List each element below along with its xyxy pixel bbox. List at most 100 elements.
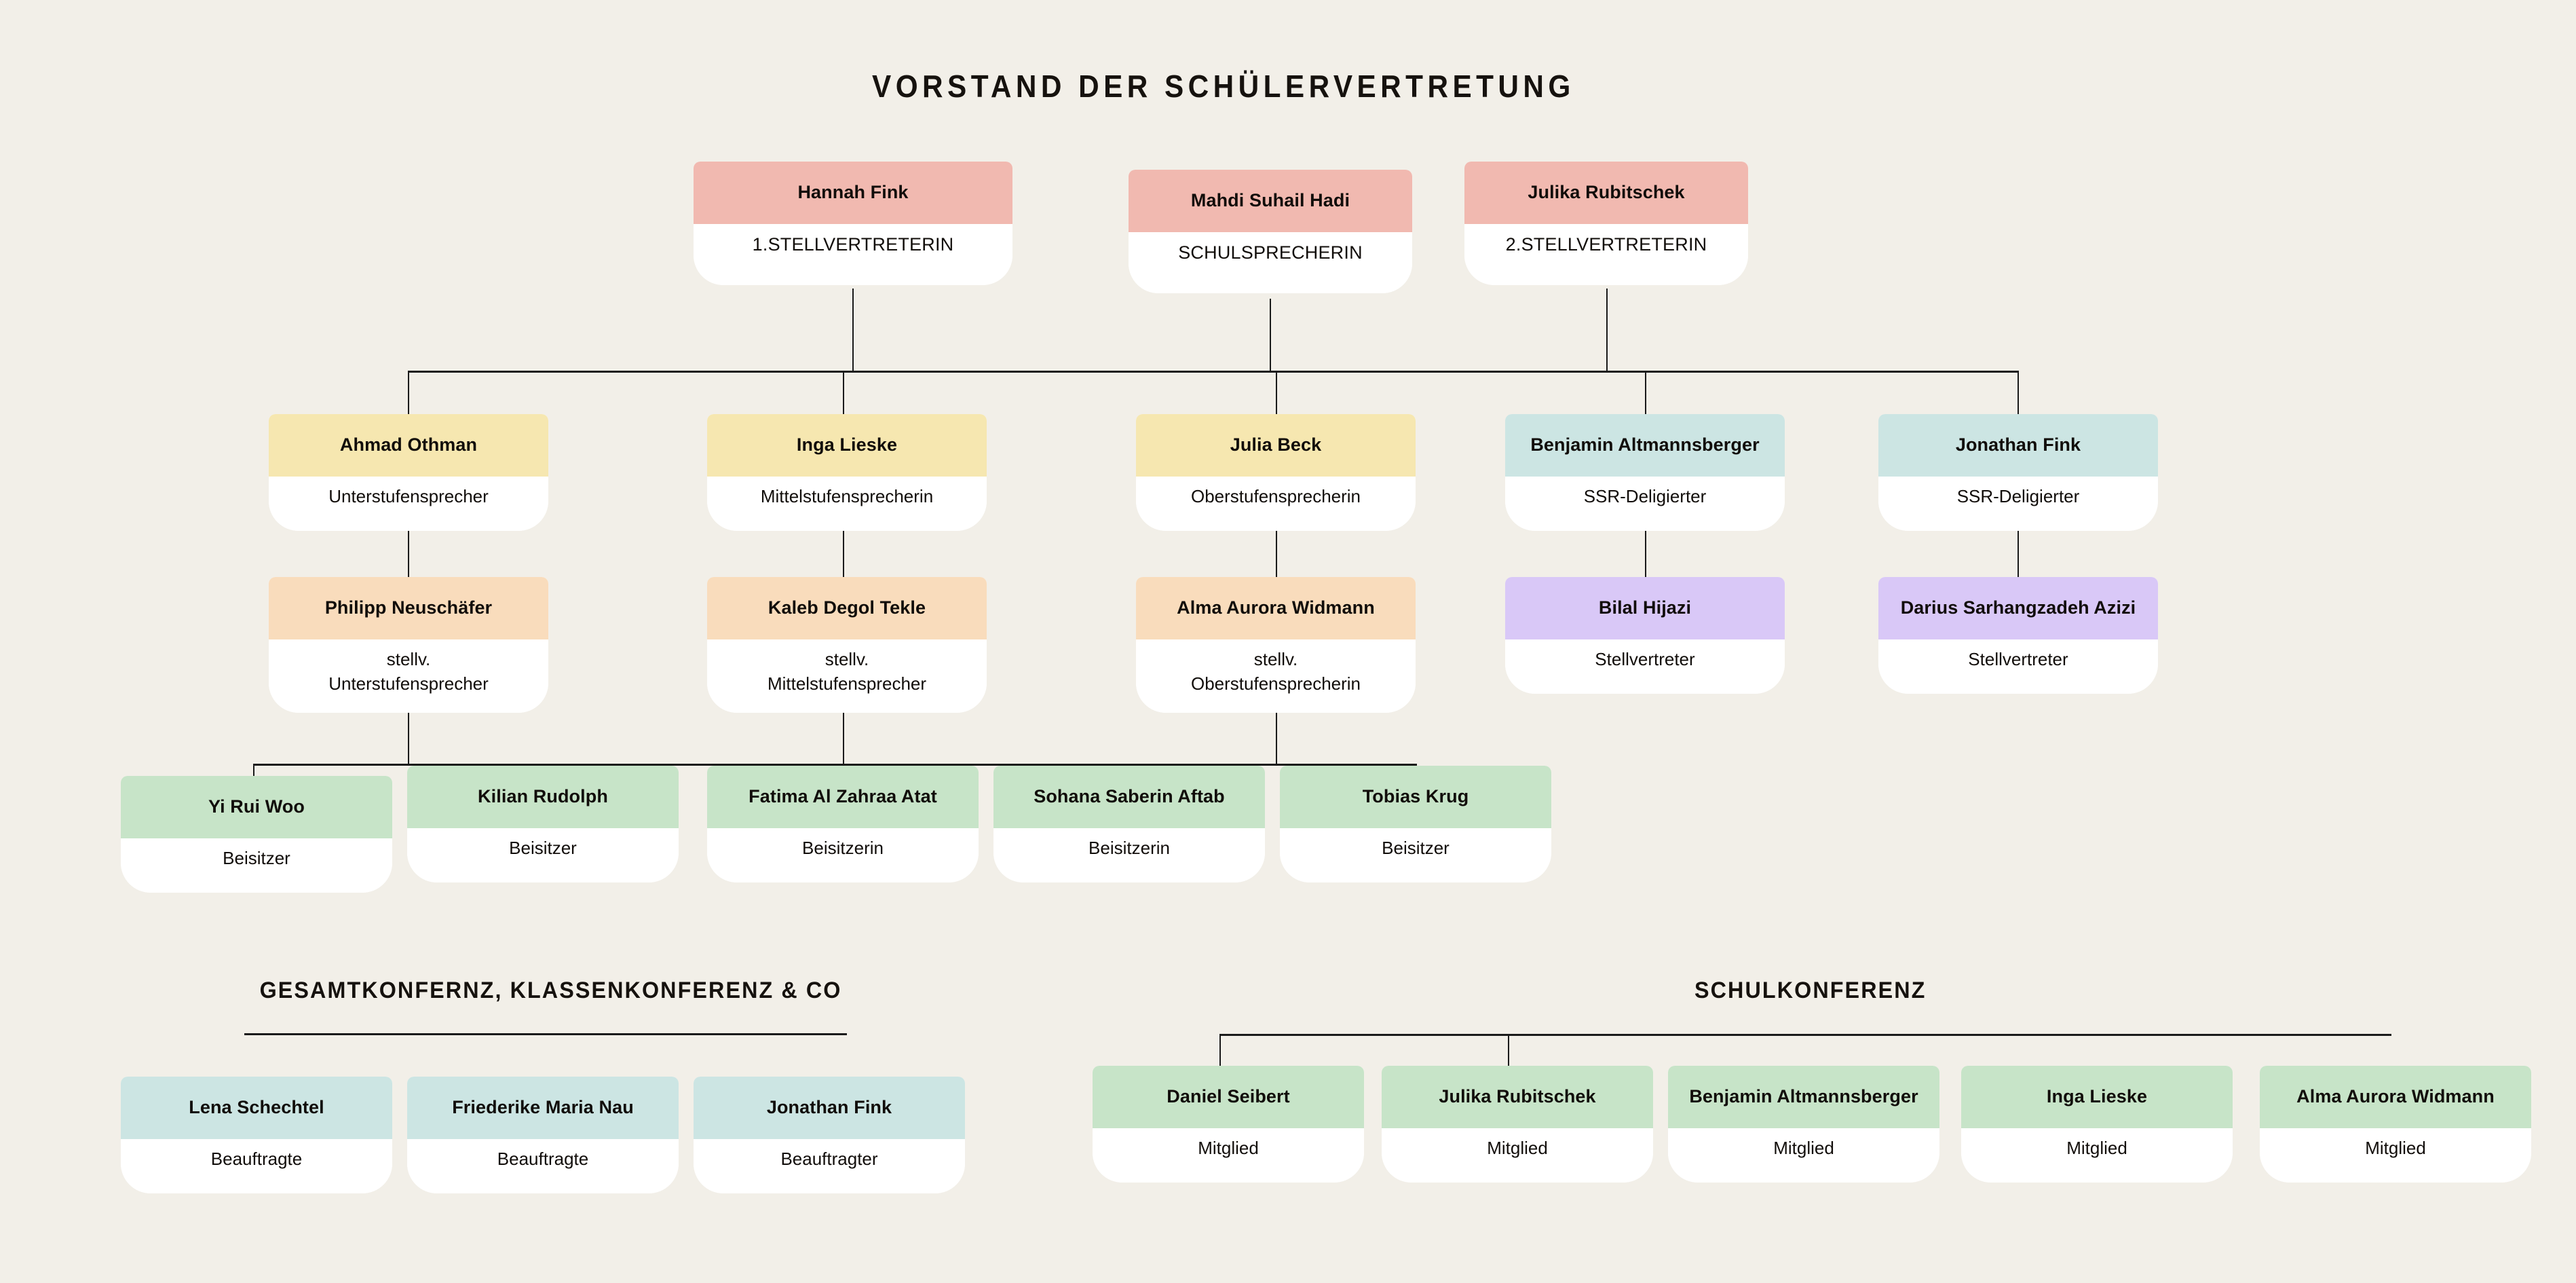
connector-drop-speaker-2 <box>843 371 844 422</box>
card-exec-1[interactable]: Hannah Fink 1.STELLVERTRETERIN <box>694 162 1012 285</box>
connector-deputy2-bus <box>843 711 844 764</box>
card-name: Inga Lieske <box>707 414 987 477</box>
card-name: Hannah Fink <box>694 162 1012 224</box>
card-role: Beisitzer <box>1280 828 1551 882</box>
card-speaker-1[interactable]: Ahmad Othman Unterstufensprecher <box>269 414 548 531</box>
card-role: Stellvertreter <box>1878 639 2158 694</box>
section-title-schulkonferenz: SCHULKONFERENZ <box>1694 978 1927 1003</box>
connector-drop-speaker-4 <box>1645 371 1646 422</box>
card-name: Kaleb Degol Tekle <box>707 577 987 639</box>
section-title-gesamtkonferenz: GESAMTKONFERNZ, KLASSENKONFERENZ & CO <box>259 978 842 1003</box>
connector-exec-hannah <box>852 289 854 371</box>
connector-exec-julika <box>1606 289 1608 371</box>
card-name: Inga Lieske <box>1961 1066 2233 1128</box>
card-assessor-1[interactable]: Yi Rui Woo Beisitzer <box>121 776 392 893</box>
card-name: Lena Schechtel <box>121 1077 392 1139</box>
connector-deputy3-bus <box>1276 711 1277 764</box>
connector-speaker3-deputy3 <box>1276 529 1277 577</box>
card-role: 1.STELLVERTRETERIN <box>694 224 1012 285</box>
card-name: Tobias Krug <box>1280 766 1551 828</box>
card-role: Mitglied <box>2260 1128 2531 1183</box>
connector-drop-speaker-1 <box>408 371 409 422</box>
card-schulkonferenz-5[interactable]: Alma Aurora Widmann Mitglied <box>2260 1066 2531 1183</box>
card-deputy-3[interactable]: Alma Aurora Widmann stellv. Oberstufensp… <box>1136 577 1416 713</box>
card-role: Beisitzer <box>407 828 679 882</box>
connector-bus-speakers <box>408 371 2018 373</box>
card-role: Beauftragte <box>121 1139 392 1193</box>
card-role: stellv. Oberstufensprecherin <box>1136 639 1416 713</box>
card-role: 2.STELLVERTRETERIN <box>1464 224 1748 285</box>
card-role: Unterstufensprecher <box>269 477 548 531</box>
card-role: Beisitzerin <box>707 828 979 882</box>
card-schulkonferenz-3[interactable]: Benjamin Altmannsberger Mitglied <box>1668 1066 1939 1183</box>
card-name: Bilal Hijazi <box>1505 577 1785 639</box>
card-assessor-2[interactable]: Kilian Rudolph Beisitzer <box>407 766 679 882</box>
card-name: Benjamin Altmannsberger <box>1505 414 1785 477</box>
card-name: Philipp Neuschäfer <box>269 577 548 639</box>
divider-gesamtkonferenz <box>244 1033 847 1035</box>
connector-drop-speaker-3 <box>1276 371 1277 422</box>
card-role: Beisitzer <box>121 838 392 893</box>
card-name: Benjamin Altmannsberger <box>1668 1066 1939 1128</box>
card-deputy-4[interactable]: Bilal Hijazi Stellvertreter <box>1505 577 1785 694</box>
card-name: Julika Rubitschek <box>1382 1066 1653 1128</box>
card-name: Jonathan Fink <box>1878 414 2158 477</box>
card-role: Stellvertreter <box>1505 639 1785 694</box>
card-name: Mahdi Suhail Hadi <box>1129 170 1412 232</box>
card-name: Darius Sarhangzadeh Azizi <box>1878 577 2158 639</box>
connector-speaker5-deputy5 <box>2018 529 2019 577</box>
card-exec-2[interactable]: Mahdi Suhail Hadi SCHULSPRECHERIN <box>1129 170 1412 293</box>
card-assessor-5[interactable]: Tobias Krug Beisitzer <box>1280 766 1551 882</box>
connector-exec-mahdi <box>1270 299 1271 371</box>
card-speaker-2[interactable]: Inga Lieske Mittelstufensprecherin <box>707 414 987 531</box>
card-speaker-5[interactable]: Jonathan Fink SSR-Deligierter <box>1878 414 2158 531</box>
connector-speaker2-deputy2 <box>843 529 844 577</box>
card-schulkonferenz-4[interactable]: Inga Lieske Mitglied <box>1961 1066 2233 1183</box>
card-name: Alma Aurora Widmann <box>2260 1066 2531 1128</box>
card-name: Julika Rubitschek <box>1464 162 1748 224</box>
card-role: Mitglied <box>1668 1128 1939 1183</box>
card-role: Mitglied <box>1093 1128 1364 1183</box>
card-role: Beisitzerin <box>993 828 1265 882</box>
card-name: Alma Aurora Widmann <box>1136 577 1416 639</box>
connector-drop-speaker-5 <box>2018 371 2019 422</box>
card-conference-1[interactable]: Lena Schechtel Beauftragte <box>121 1077 392 1193</box>
card-name: Ahmad Othman <box>269 414 548 477</box>
card-role: SCHULSPRECHERIN <box>1129 232 1412 293</box>
card-name: Friederike Maria Nau <box>407 1077 679 1139</box>
card-schulkonferenz-1[interactable]: Daniel Seibert Mitglied <box>1093 1066 1364 1183</box>
card-name: Fatima Al Zahraa Atat <box>707 766 979 828</box>
card-deputy-5[interactable]: Darius Sarhangzadeh Azizi Stellvertreter <box>1878 577 2158 694</box>
connector-deputy1-bus <box>408 698 409 764</box>
card-conference-3[interactable]: Jonathan Fink Beauftragter <box>694 1077 965 1193</box>
card-role: Oberstufensprecherin <box>1136 477 1416 531</box>
connector-bus-assessors <box>253 764 1416 766</box>
card-deputy-1[interactable]: Philipp Neuschäfer stellv. Unterstufensp… <box>269 577 548 713</box>
card-role: stellv. Unterstufensprecher <box>269 639 548 713</box>
card-assessor-4[interactable]: Sohana Saberin Aftab Beisitzerin <box>993 766 1265 882</box>
card-role: Mittelstufensprecherin <box>707 477 987 531</box>
connector-speaker4-deputy4 <box>1645 529 1646 577</box>
card-deputy-2[interactable]: Kaleb Degol Tekle stellv. Mittelstufensp… <box>707 577 987 713</box>
card-role: Beauftragter <box>694 1139 965 1193</box>
page-title: VORSTAND DER SCHÜLERVERTRETUNG <box>872 69 1575 104</box>
card-assessor-3[interactable]: Fatima Al Zahraa Atat Beisitzerin <box>707 766 979 882</box>
card-role: stellv. Mittelstufensprecher <box>707 639 987 713</box>
card-name: Julia Beck <box>1136 414 1416 477</box>
card-exec-3[interactable]: Julika Rubitschek 2.STELLVERTRETERIN <box>1464 162 1748 285</box>
card-name: Jonathan Fink <box>694 1077 965 1139</box>
card-speaker-3[interactable]: Julia Beck Oberstufensprecherin <box>1136 414 1416 531</box>
connector-speaker1-deputy1 <box>408 529 409 577</box>
card-role: Beauftragte <box>407 1139 679 1193</box>
card-name: Yi Rui Woo <box>121 776 392 838</box>
card-speaker-4[interactable]: Benjamin Altmannsberger SSR-Deligierter <box>1505 414 1785 531</box>
card-name: Daniel Seibert <box>1093 1066 1364 1128</box>
card-name: Sohana Saberin Aftab <box>993 766 1265 828</box>
card-role: Mitglied <box>1961 1128 2233 1183</box>
card-schulkonferenz-2[interactable]: Julika Rubitschek Mitglied <box>1382 1066 1653 1183</box>
card-conference-2[interactable]: Friederike Maria Nau Beauftragte <box>407 1077 679 1193</box>
card-role: SSR-Deligierter <box>1878 477 2158 531</box>
card-role: Mitglied <box>1382 1128 1653 1183</box>
card-role: SSR-Deligierter <box>1505 477 1785 531</box>
